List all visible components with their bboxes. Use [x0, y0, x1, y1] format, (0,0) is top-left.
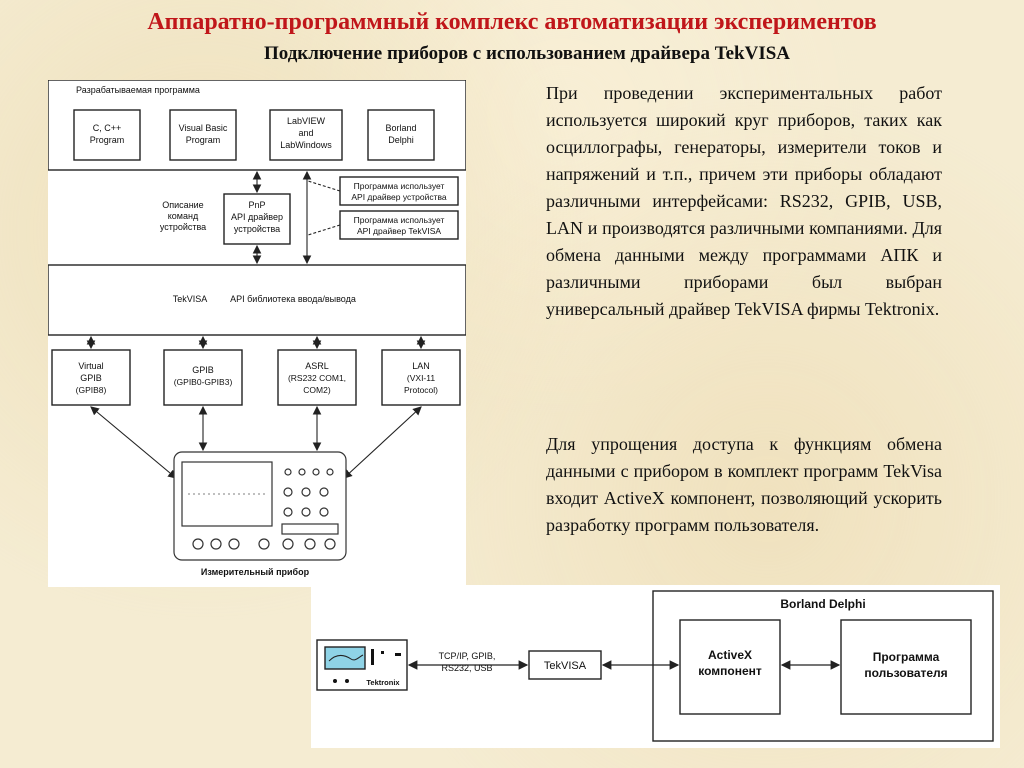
gpib-box [163, 349, 243, 406]
svg-text:Program: Program [90, 135, 125, 145]
svg-text:GPIB: GPIB [192, 365, 214, 375]
svg-text:Protocol): Protocol) [404, 385, 438, 395]
svg-text:компонент: компонент [698, 664, 762, 678]
borland-delphi-label: Borland Delphi [780, 597, 865, 611]
svg-text:Borland: Borland [385, 123, 416, 133]
oscilloscope-icon [173, 451, 347, 561]
svg-text:TekVISA: TekVISA [173, 294, 208, 304]
tekvisa-architecture-diagram: Разрабатываемая программа C, C++ Program… [48, 80, 466, 587]
svg-text:устройства: устройства [160, 222, 206, 232]
c-program-box [73, 109, 141, 161]
svg-text:PnP: PnP [248, 200, 265, 210]
paragraph-2: Для упрощения доступа к функциям обмена … [546, 434, 942, 535]
svg-text:LabVIEW: LabVIEW [287, 116, 326, 126]
slide-subtitle: Подключение приборов с использованием др… [263, 43, 791, 64]
svg-text:устройства: устройства [234, 224, 280, 234]
svg-text:пользователя: пользователя [864, 666, 947, 680]
svg-text:API драйвер: API драйвер [231, 212, 283, 222]
program-header: Разрабатываемая программа [76, 85, 200, 95]
asrl-box [277, 349, 357, 406]
delphi-activex-diagram: Tektronix TCP/IP, GPIB, RS232, USB TekVI… [311, 585, 1000, 748]
svg-text:Visual Basic: Visual Basic [179, 123, 228, 133]
svg-text:(GPIB8): (GPIB8) [76, 385, 107, 395]
tekvisa-box [528, 650, 602, 680]
svg-text:C, C++: C, C++ [93, 123, 122, 133]
svg-text:API библиотека ввода/вывода: API библиотека ввода/вывода [230, 294, 356, 304]
svg-text:ASRL: ASRL [305, 361, 329, 371]
vb-program-box [169, 109, 237, 161]
svg-text:RS232, USB: RS232, USB [441, 663, 492, 673]
pnp-box [223, 193, 291, 245]
svg-text:LabWindows: LabWindows [280, 140, 332, 150]
svg-text:команд: команд [168, 211, 199, 221]
virtual-gpib-box [51, 349, 131, 406]
activex-box [679, 619, 781, 715]
svg-text:LAN: LAN [412, 361, 430, 371]
paragraph-1: При проведении экспериментальных работ и… [546, 83, 942, 319]
tektronix-brand: Tektronix [366, 678, 400, 687]
program-box [48, 80, 466, 171]
svg-text:GPIB: GPIB [80, 373, 102, 383]
slide-title: Аппаратно-программный комплекс автоматиз… [147, 9, 877, 35]
svg-text:Virtual: Virtual [78, 361, 103, 371]
borland-box [367, 109, 435, 161]
tekvisa-library-box [48, 264, 466, 336]
svg-text:Программа использует: Программа использует [354, 181, 445, 191]
svg-text:COM2): COM2) [303, 385, 331, 395]
svg-text:TCP/IP, GPIB,: TCP/IP, GPIB, [439, 651, 496, 661]
svg-text:(VXI-11: (VXI-11 [407, 373, 435, 383]
svg-text:and: and [298, 128, 313, 138]
svg-text:Описание: Описание [162, 200, 203, 210]
tektronix-instrument-icon [316, 639, 408, 691]
svg-text:ActiveX: ActiveX [708, 648, 752, 662]
svg-text:Delphi: Delphi [388, 135, 414, 145]
svg-text:API драйвер устройства: API драйвер устройства [351, 192, 447, 202]
lan-box [381, 349, 461, 406]
svg-text:(GPIB0-GPIB3): (GPIB0-GPIB3) [174, 377, 233, 387]
svg-text:Программа использует: Программа использует [354, 215, 445, 225]
instrument-caption: Измерительный прибор [201, 567, 310, 577]
tekvisa-label: TekVISA [544, 660, 587, 672]
labview-box [269, 109, 343, 161]
user-program-box [840, 619, 972, 715]
svg-text:Program: Program [186, 135, 221, 145]
svg-text:API драйвер TekVISA: API драйвер TekVISA [357, 226, 441, 236]
svg-text:Программа: Программа [873, 650, 940, 664]
svg-text:(RS232 COM1,: (RS232 COM1, [288, 373, 346, 383]
